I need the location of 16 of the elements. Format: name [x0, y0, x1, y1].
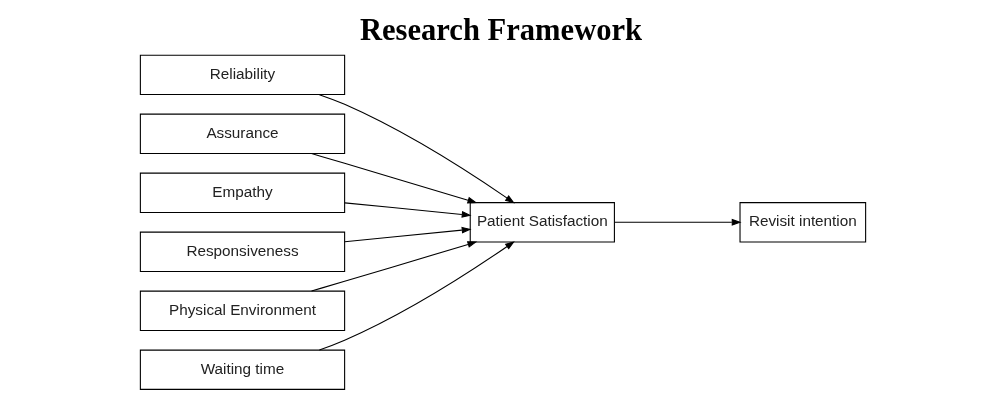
arrow — [343, 202, 472, 218]
node-box: Assurance — [139, 113, 345, 155]
node-box: Responsiveness — [139, 231, 345, 272]
node-box: Physical Environment — [139, 290, 345, 331]
diagram-title: Research Framework — [359, 13, 642, 48]
node-box: Patient Satisfaction — [469, 202, 615, 243]
arrow — [310, 241, 477, 292]
arrow — [318, 241, 515, 351]
node-box: Waiting time — [139, 349, 345, 390]
node-box: Revisit intention — [738, 202, 866, 243]
node-box: Empathy — [139, 172, 345, 213]
arrow — [318, 94, 515, 204]
arrow — [613, 218, 742, 226]
node-box: Reliability — [139, 54, 345, 96]
arrow — [343, 226, 472, 243]
arrow — [310, 153, 477, 204]
